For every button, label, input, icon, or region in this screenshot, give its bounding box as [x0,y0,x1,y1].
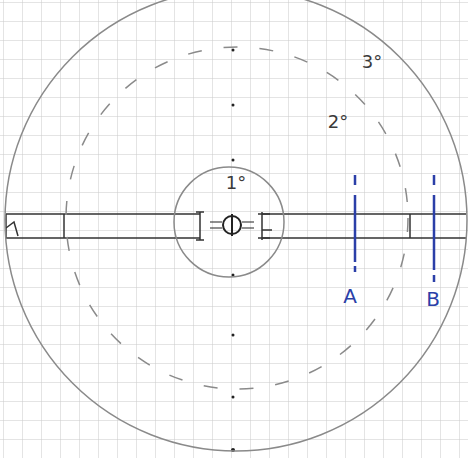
circle-stroke [66,47,408,389]
rod [6,212,466,240]
section-lines [355,175,434,282]
circle-outline [4,0,468,452]
pivot-symbol [210,214,254,236]
zone-label: 3° [362,53,382,71]
zone-circle: 3° 2° 1° [4,0,468,452]
center-axis [231,49,235,453]
zone-label: 2° [328,113,348,131]
zone-circle: 2° 1° [65,46,409,390]
circle-stroke [174,167,284,277]
zone-circle: 1° [173,166,285,278]
section-label: B [426,289,440,309]
circle-outline [65,46,409,390]
section-label: A [343,286,357,306]
circle-stroke [5,0,467,451]
zone-label: 1° [226,174,246,192]
